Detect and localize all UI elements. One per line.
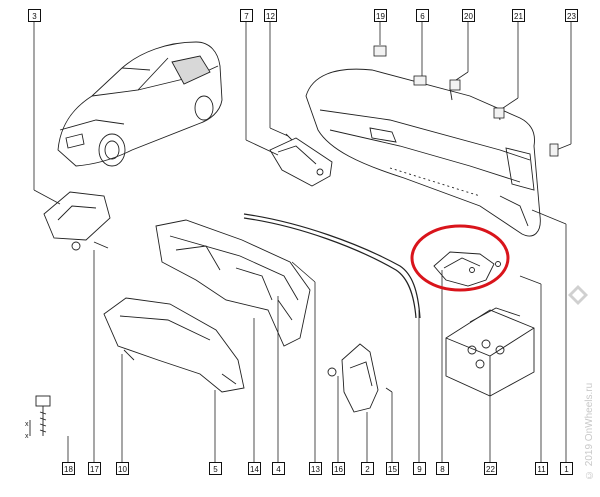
callout-5[interactable]: 5 bbox=[209, 462, 222, 475]
callout-14[interactable]: 14 bbox=[248, 462, 261, 475]
callout-13[interactable]: 13 bbox=[309, 462, 322, 475]
bumper-illustration bbox=[305, 68, 541, 237]
lower-panel-10 bbox=[103, 297, 245, 393]
kit-box-22 bbox=[445, 307, 535, 397]
bracket-7 bbox=[269, 133, 333, 187]
callout-18[interactable]: 18 bbox=[62, 462, 75, 475]
dimension-x-upper: x bbox=[25, 421, 29, 428]
renault-logo-icon bbox=[568, 285, 588, 305]
dimension-x-lower: x bbox=[25, 433, 29, 440]
callout-10[interactable]: 10 bbox=[116, 462, 129, 475]
callout-7[interactable]: 7 bbox=[240, 9, 253, 22]
highlighted-bracket-8 bbox=[433, 251, 501, 287]
callout-3[interactable]: 3 bbox=[28, 9, 41, 22]
highlight-circle bbox=[410, 224, 510, 292]
watermark-text: © 2019 OnWheels.ru bbox=[584, 382, 595, 480]
car-illustration bbox=[57, 41, 223, 167]
callout-9[interactable]: 9 bbox=[413, 462, 426, 475]
callout-1[interactable]: 1 bbox=[560, 462, 573, 475]
clips-top bbox=[373, 45, 559, 157]
callout-12[interactable]: 12 bbox=[264, 9, 277, 22]
callout-11[interactable]: 11 bbox=[535, 462, 548, 475]
callout-21[interactable]: 21 bbox=[512, 9, 525, 22]
callout-2[interactable]: 2 bbox=[361, 462, 374, 475]
callout-19[interactable]: 19 bbox=[374, 9, 387, 22]
callout-8[interactable]: 8 bbox=[436, 462, 449, 475]
callout-20[interactable]: 20 bbox=[462, 9, 475, 22]
screw-18 bbox=[29, 395, 51, 436]
side-bracket-3 bbox=[43, 191, 111, 251]
callout-6[interactable]: 6 bbox=[416, 9, 429, 22]
callout-17[interactable]: 17 bbox=[88, 462, 101, 475]
callout-16[interactable]: 16 bbox=[332, 462, 345, 475]
callout-23[interactable]: 23 bbox=[565, 9, 578, 22]
callout-22[interactable]: 22 bbox=[484, 462, 497, 475]
callout-4[interactable]: 4 bbox=[272, 462, 285, 475]
trim-strip-9 bbox=[243, 213, 421, 319]
bracket-2 bbox=[327, 343, 393, 413]
callout-15[interactable]: 15 bbox=[386, 462, 399, 475]
absorber-4 bbox=[155, 219, 311, 347]
